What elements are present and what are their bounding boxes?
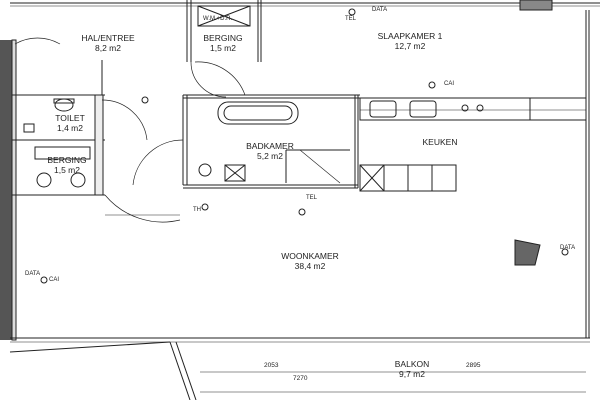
room-slaapkamer: SLAAPKAMER 1 12,7 m2 xyxy=(355,31,465,51)
room-balkon-name: BALKON xyxy=(394,359,430,369)
door-berging xyxy=(190,61,227,98)
tel-label-top: TEL xyxy=(345,16,357,22)
room-woonkamer-area: 38,4 m2 xyxy=(294,261,326,271)
room-toilet-name: TOILET xyxy=(55,113,85,123)
door-badkamer xyxy=(132,139,184,186)
room-hal-area: 8,2 m2 xyxy=(95,43,121,53)
washing-machine xyxy=(197,5,251,27)
room-balkon: BALKON 9,7 m2 xyxy=(362,359,462,379)
room-toilet-area: 1,4 m2 xyxy=(57,123,83,133)
cai-label-left: CAI xyxy=(49,277,60,283)
bathtub xyxy=(217,101,299,125)
shaft xyxy=(94,94,104,196)
door-toilet xyxy=(101,99,148,141)
th-label: TH xyxy=(193,207,201,213)
data-outlet-woonkamer xyxy=(514,239,541,266)
washbasin xyxy=(198,163,212,177)
tel-label-woon: TEL xyxy=(306,195,318,201)
data-label-left: DATA xyxy=(25,271,41,277)
kitchen-counter xyxy=(359,97,587,121)
toilet-bowl xyxy=(54,98,74,112)
room-keuken-name: KEUKEN xyxy=(422,137,458,147)
cai-label-keuken: CAI xyxy=(444,81,455,87)
room-badkamer-area: 5,2 m2 xyxy=(257,151,283,161)
wall-left-inner xyxy=(11,39,17,341)
door-hal xyxy=(14,37,61,45)
room-berging2-name: BERGING xyxy=(47,155,87,165)
door-woonkamer xyxy=(104,194,181,223)
room-keuken: KEUKEN xyxy=(405,137,475,147)
room-hal-name: HAL/ENTREE xyxy=(81,33,135,43)
room-berging1-name: BERGING xyxy=(203,33,243,43)
wall-left-outer xyxy=(0,40,12,340)
wall-top-right xyxy=(519,0,553,11)
dimension-total: 7270 xyxy=(293,375,308,382)
room-berging2: BERGING 1,5 m2 xyxy=(37,155,97,175)
shower-drain xyxy=(299,149,341,184)
door-slaapkamer xyxy=(194,61,246,96)
room-hal: HAL/ENTREE 8,2 m2 xyxy=(58,33,158,53)
room-berging1: BERGING 1,5 m2 xyxy=(193,33,253,53)
room-berging2-area: 1,5 m2 xyxy=(54,165,80,175)
room-woonkamer-name: WOONKAMER xyxy=(281,251,339,261)
dimension-left: 2053 xyxy=(264,362,279,369)
room-balkon-area: 9,7 m2 xyxy=(399,369,425,379)
data-label-right: DATA xyxy=(560,245,576,251)
room-badkamer: BADKAMER 5,2 m2 xyxy=(235,141,305,161)
room-badkamer-name: BADKAMER xyxy=(246,141,294,151)
data-label-top: DATA xyxy=(372,7,388,13)
dimension-right: 2895 xyxy=(466,362,481,369)
room-woonkamer: WOONKAMER 38,4 m2 xyxy=(260,251,360,271)
room-toilet: TOILET 1,4 m2 xyxy=(40,113,100,133)
room-slaapkamer-area: 12,7 m2 xyxy=(394,41,426,51)
wm-label: W.M.+D.R. xyxy=(203,16,233,22)
room-slaapkamer-name: SLAAPKAMER 1 xyxy=(377,31,443,41)
balkon-edge xyxy=(9,341,171,353)
room-berging1-area: 1,5 m2 xyxy=(210,43,236,53)
